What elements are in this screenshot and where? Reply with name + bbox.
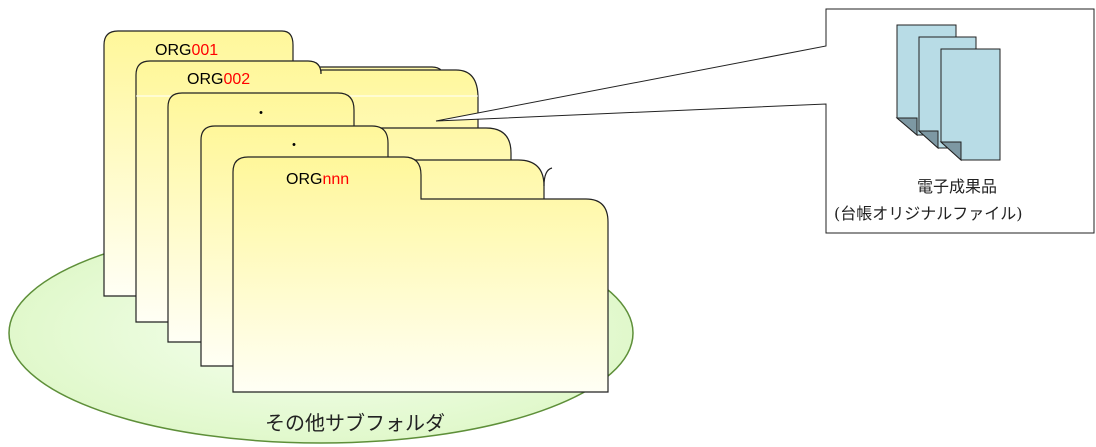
folder-orgnnn-prefix: ORG [286,171,322,188]
ellipsis-dot-1: ・ [254,106,268,122]
folder-org002-prefix: ORG [187,71,223,88]
folder-orgnnn: ORGnnn [233,157,608,392]
folder-orgnnn-suffix: nnn [322,171,349,188]
callout-line1: 電子成果品 [917,177,997,196]
folder-org001-prefix: ORG [155,42,191,59]
folder-back-edges [544,168,552,186]
folder-org001-suffix: 001 [191,42,218,59]
folder-org002-suffix: 002 [223,71,250,88]
ellipsis-dot-2: ・ [287,138,301,154]
ellipse-label: その他サブフォルダ [265,411,445,435]
svg-text:ORGnnn: ORGnnn [286,171,349,188]
callout-line2: (台帳オリジナルファイル) [834,204,1023,223]
svg-text:ORG002: ORG002 [187,71,250,88]
svg-text:ORG001: ORG001 [155,42,218,59]
